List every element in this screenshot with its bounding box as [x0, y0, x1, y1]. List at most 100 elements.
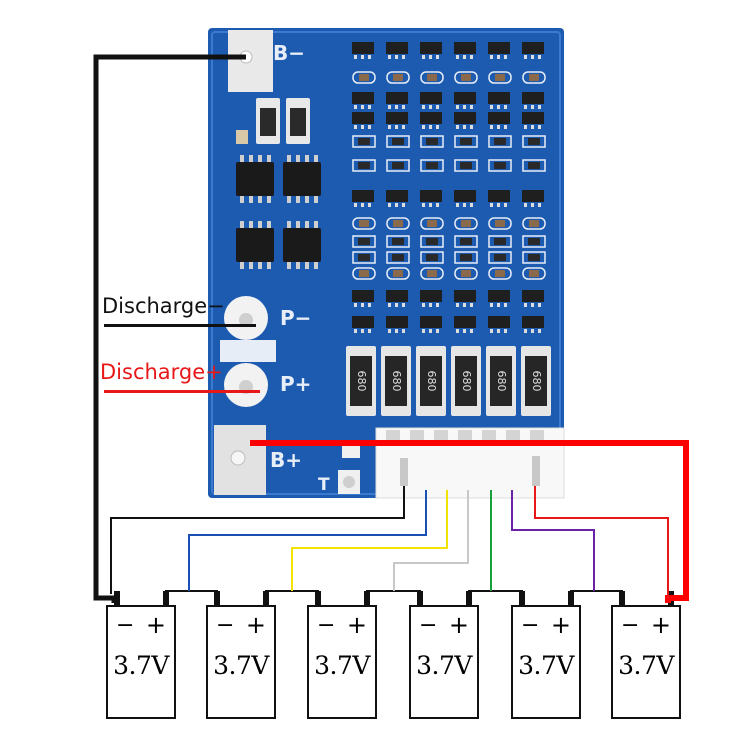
capacitor: [393, 74, 403, 81]
smd-resistor: [426, 138, 438, 145]
sot-transistor: [522, 290, 544, 302]
sot-transistor: [454, 190, 476, 202]
connector-pin-slot: [530, 430, 544, 440]
capacitor: [359, 220, 369, 227]
smd-resistor: [392, 238, 404, 245]
component-pin: [429, 55, 432, 59]
capacitor-outline: [352, 267, 376, 280]
mosfet-pin: [305, 221, 309, 228]
component-pin: [456, 303, 459, 307]
capacitor-outline: [522, 267, 546, 280]
resistor-outline: [522, 135, 546, 148]
battery-terminal-negative: [214, 591, 220, 605]
component-pin: [402, 125, 405, 129]
component-pin: [436, 125, 439, 129]
component-pin: [361, 55, 364, 59]
battery-minus-symbol: −: [116, 613, 135, 638]
capacitor-outline: [420, 217, 444, 230]
balance-resistor: 680: [486, 346, 516, 416]
balance-resistor: 680: [451, 346, 481, 416]
smd-resistor: [528, 162, 540, 169]
component-pin: [368, 55, 371, 59]
resistor-outline: [522, 251, 546, 264]
component-pin: [538, 55, 541, 59]
capacitor-outline: [454, 71, 478, 84]
pad-label-b-plus: B+: [270, 448, 303, 472]
resistor-outline: [454, 159, 478, 172]
component-pin: [361, 329, 364, 333]
component-pin: [504, 125, 507, 129]
battery-plus-symbol: +: [145, 611, 166, 639]
component-pin: [456, 203, 459, 207]
component-pin: [402, 329, 405, 333]
mosfet-pin: [296, 262, 300, 269]
battery-minus-symbol: −: [621, 613, 640, 638]
shunt-resistor-body: [290, 108, 306, 136]
component-pin: [456, 125, 459, 129]
battery-cell: − + 3.7V: [106, 605, 176, 719]
sot-transistor: [420, 42, 442, 54]
smd-resistor: [494, 254, 506, 261]
component-pin: [470, 203, 473, 207]
component-pin: [463, 329, 466, 333]
shunt-resistor-body: [260, 108, 276, 136]
capacitor-outline: [488, 217, 512, 230]
component-pin: [402, 105, 405, 109]
battery-plus-symbol: +: [346, 611, 367, 639]
component-pin: [490, 105, 493, 109]
mosfet-pin: [249, 221, 253, 228]
component-pin: [470, 125, 473, 129]
mosfet-pin: [267, 262, 271, 269]
component-pin: [436, 55, 439, 59]
resistor-marking: 680: [425, 371, 438, 392]
component-pin: [422, 303, 425, 307]
smd-resistor: [426, 162, 438, 169]
mosfet-pin: [267, 196, 271, 203]
resistor-marking: 680: [530, 371, 543, 392]
capacitor-outline: [352, 217, 376, 230]
component-pin: [436, 329, 439, 333]
resistor-outline: [488, 135, 512, 148]
smd-resistor: [392, 138, 404, 145]
smd-resistor: [528, 138, 540, 145]
sot-transistor: [352, 190, 374, 202]
component-pin: [463, 203, 466, 207]
resistor-outline: [352, 235, 376, 248]
capacitor: [461, 74, 471, 81]
component-pin: [436, 203, 439, 207]
resistor-outline: [386, 251, 410, 264]
mosfet-pin: [240, 221, 244, 228]
smd-resistor: [358, 254, 370, 261]
resistor-outline: [420, 159, 444, 172]
component-pin: [361, 303, 364, 307]
mosfet-pin: [258, 155, 262, 162]
resistor-outline: [454, 235, 478, 248]
pad-label-p-plus: P+: [280, 372, 312, 396]
sot-transistor: [488, 42, 510, 54]
component-pin: [538, 203, 541, 207]
resistor-marking: 680: [390, 371, 403, 392]
capacitor-outline: [522, 71, 546, 84]
component-pin: [456, 329, 459, 333]
sot-transistor: [454, 112, 476, 124]
battery-voltage: 3.7V: [113, 651, 169, 680]
battery-terminal-positive: [163, 591, 169, 605]
component-pin: [524, 125, 527, 129]
component-pin: [490, 203, 493, 207]
smd-resistor: [426, 238, 438, 245]
component-pin: [470, 303, 473, 307]
sot-transistor: [386, 112, 408, 124]
mosfet-chip: [283, 221, 321, 269]
component-pin: [395, 303, 398, 307]
mosfet-pin: [314, 221, 318, 228]
connector-pin-slot: [386, 430, 400, 440]
component-matrix: [352, 42, 546, 333]
component-pin: [531, 203, 534, 207]
series-link-wire: [165, 590, 218, 593]
component-pin: [524, 55, 527, 59]
capacitor: [427, 74, 437, 81]
component-pin: [538, 105, 541, 109]
